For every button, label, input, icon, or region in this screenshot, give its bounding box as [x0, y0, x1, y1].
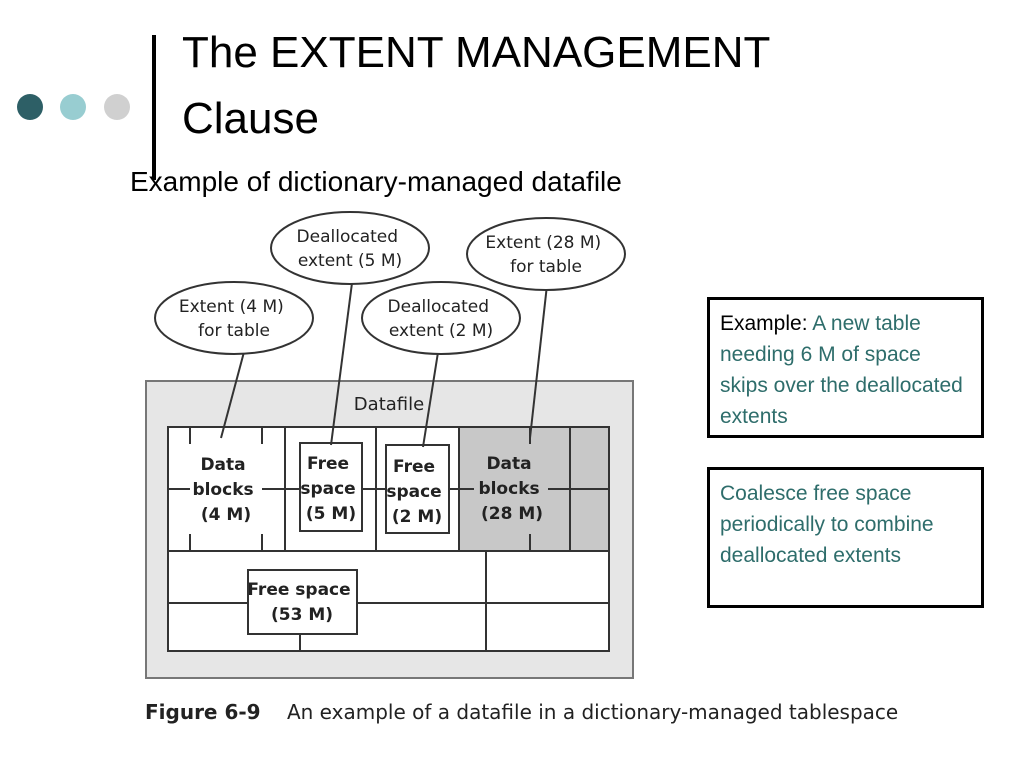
- free-space-5m-box: [299, 442, 363, 532]
- title-divider: [152, 35, 156, 180]
- callout-dealloc-5m-text: Deallocated extent (5 M): [297, 227, 404, 271]
- block-free-5m: Free space (5 M): [300, 454, 361, 524]
- slide-subtitle: Example of dictionary-managed datafile: [130, 166, 622, 197]
- free-space-2m-box: [385, 444, 450, 534]
- figure-number: Figure 6-9: [145, 700, 261, 724]
- callout-lines: [220, 282, 548, 448]
- example-note: Example: A new table needing 6 M of spac…: [707, 297, 984, 438]
- callout-extent-28m: [466, 217, 626, 291]
- free-space-53m-box: [247, 569, 358, 635]
- coalesce-note: Coalesce free space periodically to comb…: [707, 467, 984, 608]
- bullet-dot-1: [17, 94, 43, 120]
- callout-dealloc-2m: [361, 281, 521, 355]
- example-note-label: Example:: [720, 312, 808, 335]
- figure-caption: Figure 6-9 An example of a datafile in a…: [145, 700, 898, 724]
- grid-lines: [168, 427, 609, 651]
- slide-title: The EXTENT MANAGEMENT Clause: [182, 28, 770, 143]
- bullet-dot-3: [104, 94, 130, 120]
- block-free-2m: Free space (2 M): [386, 457, 447, 527]
- callout-extent-4m: [154, 281, 314, 355]
- block-data-28m: Data blocks (28 M): [478, 454, 545, 524]
- datafile-label: Datafile: [354, 394, 424, 415]
- block-data-4m: Data blocks (4 M): [192, 455, 259, 525]
- coalesce-note-text: Coalesce free space periodically to comb…: [720, 482, 934, 567]
- example-note-text: A new table needing 6 M of space skips o…: [720, 312, 963, 428]
- callout-extent-4m-text: Extent (4 M) for table: [179, 297, 289, 341]
- callout-extent-28m-text: Extent (28 M) for table: [485, 233, 606, 277]
- block-free-53m: Free space (53 M): [247, 580, 356, 625]
- bullet-dot-2: [60, 94, 86, 120]
- figure-caption-text: An example of a datafile in a dictionary…: [286, 700, 899, 724]
- callout-dealloc-2m-text: Deallocated extent (2 M): [388, 297, 495, 341]
- callout-dealloc-5m: [270, 211, 430, 285]
